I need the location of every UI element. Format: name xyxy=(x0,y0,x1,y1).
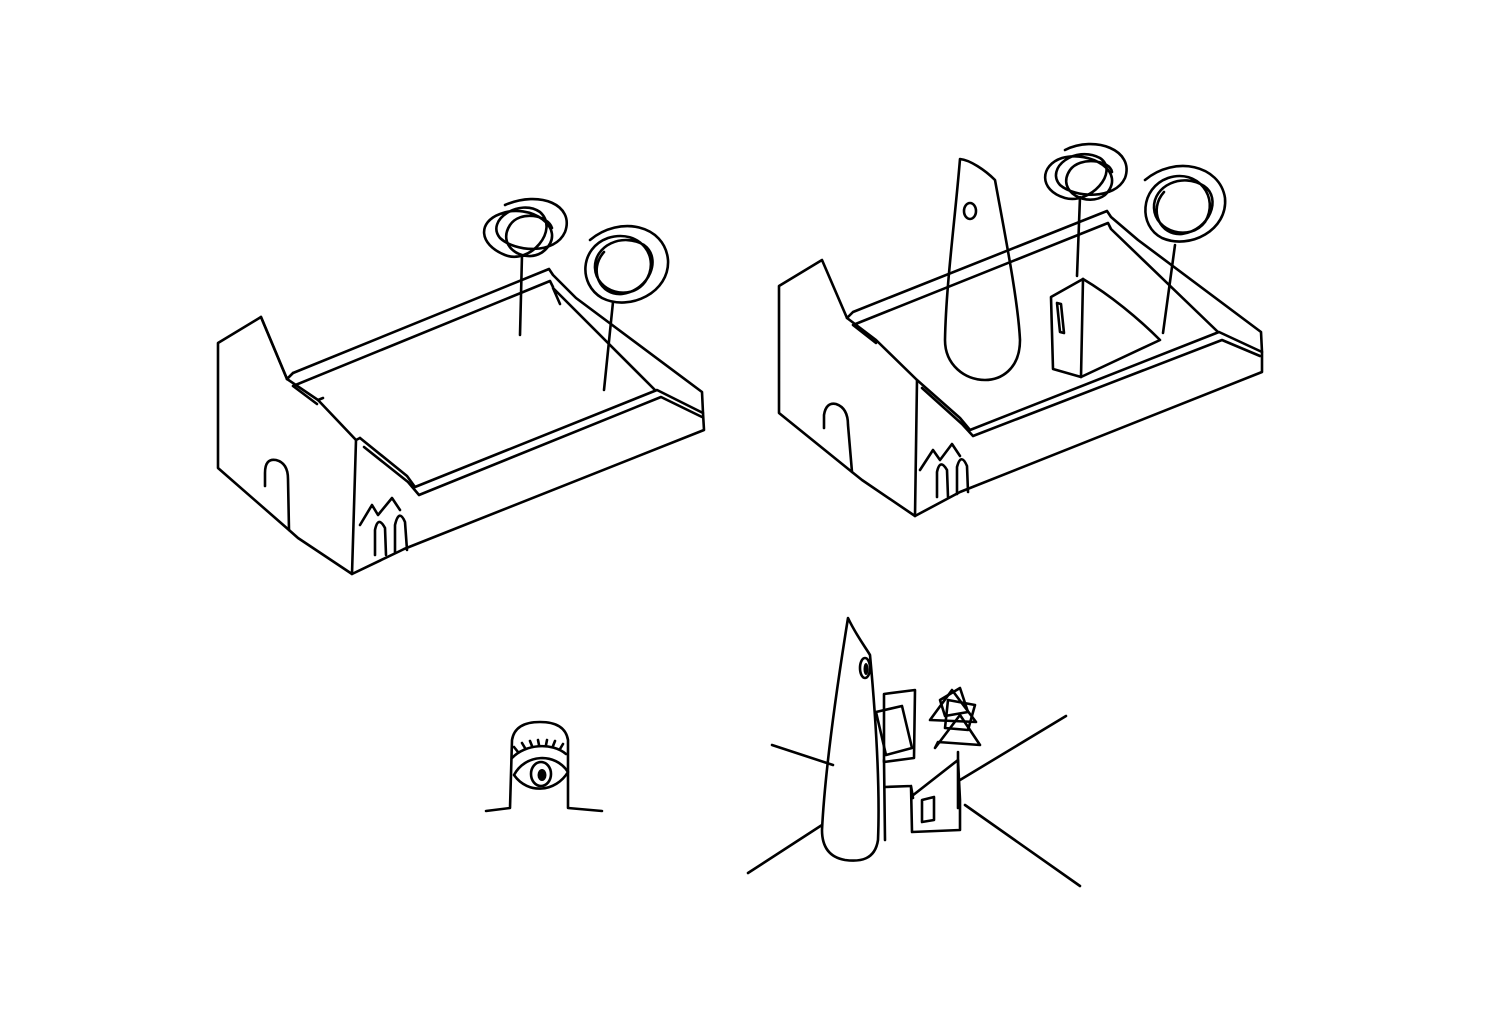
scribble-tree xyxy=(584,224,670,392)
sketch-empty-courtyard xyxy=(216,197,706,576)
tall-tapered-tower xyxy=(820,616,880,862)
tall-tapered-tower xyxy=(943,157,1022,382)
scribble-tree xyxy=(1044,142,1128,278)
courtyard-front-wall xyxy=(350,388,706,576)
perspective-lines xyxy=(746,714,1082,888)
sketch-eye-in-arch xyxy=(484,720,604,813)
eyelid xyxy=(510,744,568,760)
courtyard-back-wall xyxy=(285,267,705,415)
floating-panels xyxy=(874,688,917,764)
eye xyxy=(512,756,570,790)
sketch-eye-level-view xyxy=(746,616,1082,888)
arched-door xyxy=(263,458,291,532)
courtyard-front-top xyxy=(362,395,704,497)
courtyard-front-top xyxy=(920,338,1262,438)
gable-wall xyxy=(777,258,919,518)
scribble-tree xyxy=(1143,164,1227,335)
courtyard-back-inner xyxy=(291,279,657,406)
sketch-courtyard-with-objects xyxy=(777,142,1264,518)
arched-door xyxy=(822,402,854,474)
courtyard-back-inner xyxy=(851,221,1220,345)
courtyard-back-wall xyxy=(845,209,1264,354)
twin-arches xyxy=(358,496,409,557)
courtyard-left-rim xyxy=(259,315,289,381)
twin-arches xyxy=(918,442,970,499)
small-pavilion xyxy=(882,758,962,842)
tent-pavilion xyxy=(1049,277,1162,379)
eyelashes xyxy=(512,738,565,754)
scribble-tree xyxy=(928,686,982,810)
scribble-tree xyxy=(482,197,568,337)
horizon-line xyxy=(484,720,604,813)
